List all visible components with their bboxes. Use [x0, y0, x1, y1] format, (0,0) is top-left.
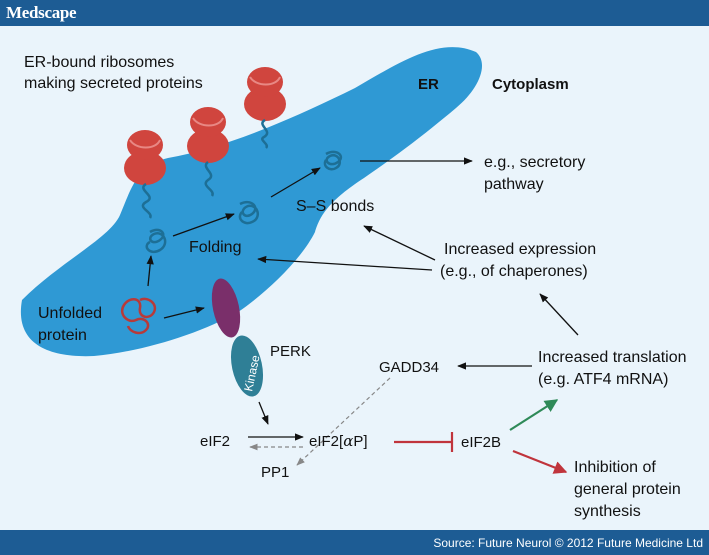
unfolded-protein	[120, 297, 157, 335]
pp1-label: PP1	[261, 464, 289, 481]
inhibition-label-line2: general protein	[574, 481, 681, 498]
eif2b-label: eIF2B	[461, 434, 501, 451]
eif2b-inhibition-line	[394, 432, 454, 452]
dephosphorylation-arrows	[249, 377, 391, 466]
inhibition-label-line3: synthesis	[574, 503, 641, 520]
unfolded-label-line1: Unfolded	[38, 305, 102, 322]
gadd34-label: GADD34	[379, 359, 439, 376]
inhibition-label-line1: Inhibition of	[574, 459, 656, 476]
inhibition-down-arrow	[512, 449, 568, 474]
ribosome-left	[124, 130, 166, 219]
folded-protein	[323, 150, 343, 171]
folding-label: Folding	[189, 239, 241, 256]
expression-label-line1: Increased expression	[444, 241, 596, 258]
brand-logo: Medscape	[6, 3, 77, 22]
secretory-label-line1: e.g., secretory	[484, 154, 585, 171]
source-credit: Source: Future Neurol © 2012 Future Medi…	[433, 536, 703, 550]
translation-label-line2: (e.g. ATF4 mRNA)	[538, 371, 668, 388]
perk-kinase-domain	[230, 335, 264, 397]
ribosomes-label-line1: ER-bound ribosomes	[24, 54, 174, 71]
translation-label-line1: Increased translation	[538, 349, 687, 366]
unfolded-label-line2: protein	[38, 327, 87, 344]
eif2-label: eIF2	[200, 433, 230, 450]
ribosomes-label-line2: making secreted proteins	[24, 75, 203, 92]
ribosome-middle	[187, 107, 229, 197]
secretory-label-line2: pathway	[484, 176, 544, 193]
eif2-phosphorylated-label: eIF2[αP]	[309, 432, 368, 450]
pathway-arrows	[146, 157, 579, 441]
footer-bar: Source: Future Neurol © 2012 Future Medi…	[0, 530, 709, 555]
cytoplasm-label: Cytoplasm	[492, 76, 569, 93]
translation-up-arrow	[509, 399, 559, 431]
perk-label: PERK	[270, 343, 311, 360]
ribosome-right	[244, 67, 286, 149]
er-label: ER	[418, 76, 439, 93]
folding-protein-2	[238, 200, 260, 225]
expression-label-line2: (e.g., of chaperones)	[440, 263, 588, 280]
er-stress-diagram: ER-bound ribosomes making secreted prote…	[20, 47, 687, 520]
ss-bonds-label: S–S bonds	[296, 198, 374, 215]
folding-protein-1	[145, 228, 167, 254]
perk-receptor	[211, 278, 241, 338]
header-bar: Medscape	[0, 0, 709, 26]
